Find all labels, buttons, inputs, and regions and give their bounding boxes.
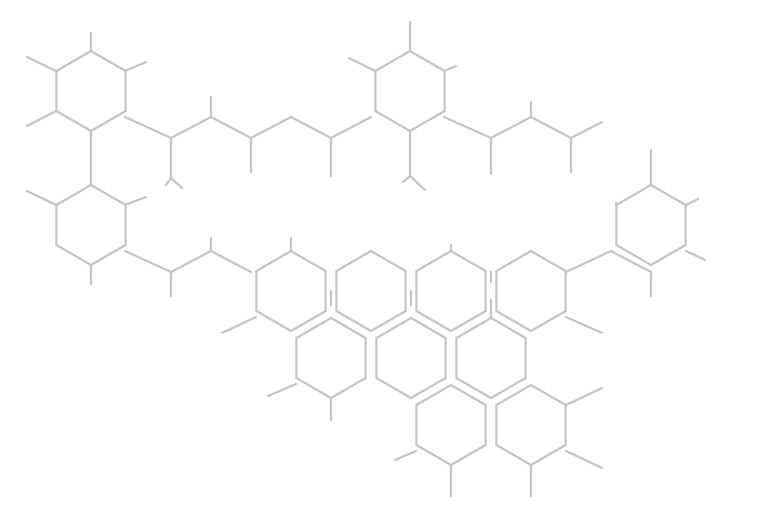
bond-line-0 <box>89 49 127 73</box>
bond-line-9 <box>374 109 412 133</box>
bond-line-41 <box>495 249 533 273</box>
bond-line-129 <box>564 449 604 470</box>
bond-line-79 <box>169 115 213 140</box>
bond-line-15 <box>55 243 93 267</box>
bond-line-8 <box>408 109 446 133</box>
bond-line-69 <box>495 443 533 467</box>
bond-line-108 <box>25 189 58 207</box>
bond-line-63 <box>415 443 453 467</box>
bond-line-89 <box>164 176 173 187</box>
bond-line-27 <box>335 309 373 333</box>
bond-line-109 <box>123 195 148 207</box>
bond-line-98 <box>408 174 427 192</box>
bond-line-66 <box>529 383 567 407</box>
bond-line-132 <box>609 249 653 274</box>
bond-line-130 <box>564 386 604 407</box>
bond-line-29 <box>335 249 373 273</box>
bond-line-38 <box>529 309 567 333</box>
bond-line-103 <box>123 60 148 73</box>
bond-line-62 <box>449 443 487 467</box>
bond-line-56 <box>489 376 527 400</box>
bond-line-14 <box>89 243 127 267</box>
bond-line-57 <box>455 376 493 400</box>
bond-line-42 <box>329 316 367 340</box>
bond-line-90 <box>442 115 493 140</box>
bond-line-11 <box>374 49 412 73</box>
bond-line-80 <box>209 115 253 140</box>
bond-line-32 <box>449 309 487 333</box>
bond-line-82 <box>289 115 333 140</box>
bond-line-99 <box>401 174 412 184</box>
bond-line-126 <box>393 449 418 462</box>
bond-line-59 <box>455 316 493 340</box>
bond-line-134 <box>684 249 707 262</box>
bond-line-88 <box>169 176 184 190</box>
bond-line-131 <box>564 249 613 274</box>
bond-line-21 <box>255 309 293 333</box>
bond-line-33 <box>415 309 453 333</box>
bond-line-111 <box>123 249 173 274</box>
bond-line-26 <box>369 309 407 333</box>
bond-line-3 <box>55 109 93 133</box>
bond-line-45 <box>295 376 333 400</box>
bond-line-123 <box>266 382 298 398</box>
bond-line-23 <box>255 249 293 273</box>
bond-line-44 <box>329 376 367 400</box>
bond-line-77 <box>615 183 653 207</box>
bond-line-72 <box>649 183 687 207</box>
bond-line-60 <box>449 383 487 407</box>
bond-line-78 <box>123 115 173 140</box>
bond-line-24 <box>369 249 407 273</box>
bond-line-135 <box>684 197 700 207</box>
bond-line-48 <box>409 316 447 340</box>
bond-line-122 <box>564 315 604 335</box>
bond-line-12 <box>89 183 127 207</box>
bond-line-47 <box>295 316 333 340</box>
bond-line-50 <box>409 376 447 400</box>
bond-line-83 <box>329 115 373 140</box>
bond-line-6 <box>408 49 446 73</box>
bond-line-75 <box>615 243 653 267</box>
bond-line-93 <box>569 120 604 140</box>
bond-line-39 <box>495 309 533 333</box>
bond-line-105 <box>347 56 377 73</box>
bond-line-53 <box>375 316 413 340</box>
bond-line-71 <box>495 383 533 407</box>
bond-line-68 <box>529 443 567 467</box>
bond-line-92 <box>529 115 573 140</box>
bond-line-112 <box>169 249 213 274</box>
bond-line-5 <box>55 49 93 73</box>
bond-line-18 <box>289 249 327 273</box>
bond-line-17 <box>55 183 93 207</box>
bond-line-51 <box>375 376 413 400</box>
bond-line-117 <box>220 315 258 335</box>
bond-line-106 <box>442 64 458 73</box>
bond-line-101 <box>25 55 58 73</box>
bond-line-20 <box>289 309 327 333</box>
bond-line-102 <box>25 109 58 128</box>
bond-line-35 <box>415 249 453 273</box>
bond-line-54 <box>489 316 527 340</box>
bond-line-30 <box>449 249 487 273</box>
bond-line-91 <box>489 115 533 140</box>
bond-line-81 <box>249 115 293 140</box>
bond-line-65 <box>415 383 453 407</box>
bond-line-74 <box>649 243 687 267</box>
bond-line-113 <box>209 249 253 274</box>
bond-line-36 <box>529 249 567 273</box>
bond-line-2 <box>89 109 127 133</box>
